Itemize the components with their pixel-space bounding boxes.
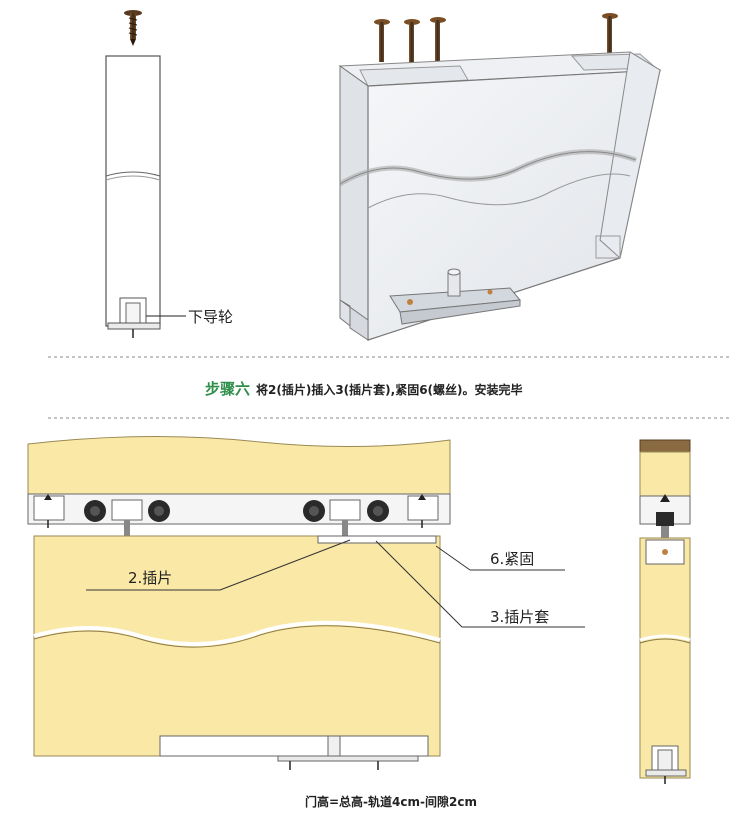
step-heading: 步骤六 将2(插片)插入3(插片套),紧固6(螺丝)。安装完毕: [205, 378, 585, 400]
lower-guide-wheel-label: 下导轮: [188, 308, 233, 326]
front-assembly: 2.插片 6.紧固 3.插片套: [27, 435, 585, 770]
tighten-label: 6.紧固: [490, 550, 534, 568]
side-profile-assembly: [639, 439, 691, 784]
door-height-formula: 门高=总高-轨道4cm-间隙2cm: [305, 795, 477, 809]
step-instruction: 将2(插片)插入3(插片套),紧固6(螺丝)。安装完毕: [256, 383, 523, 397]
screw-icon: [430, 17, 446, 62]
screw-icon: [602, 13, 618, 56]
side-view-panel-top: 下导轮: [105, 10, 233, 338]
insert-sleeve-label: 3.插片套: [490, 608, 549, 626]
perspective-panel: [338, 13, 662, 342]
step-title: 步骤六: [205, 380, 251, 398]
screw-icon: [404, 19, 420, 64]
screw-icon: [124, 10, 142, 46]
screw-icon: [374, 19, 390, 62]
insert-piece-label: 2.插片: [128, 569, 172, 587]
